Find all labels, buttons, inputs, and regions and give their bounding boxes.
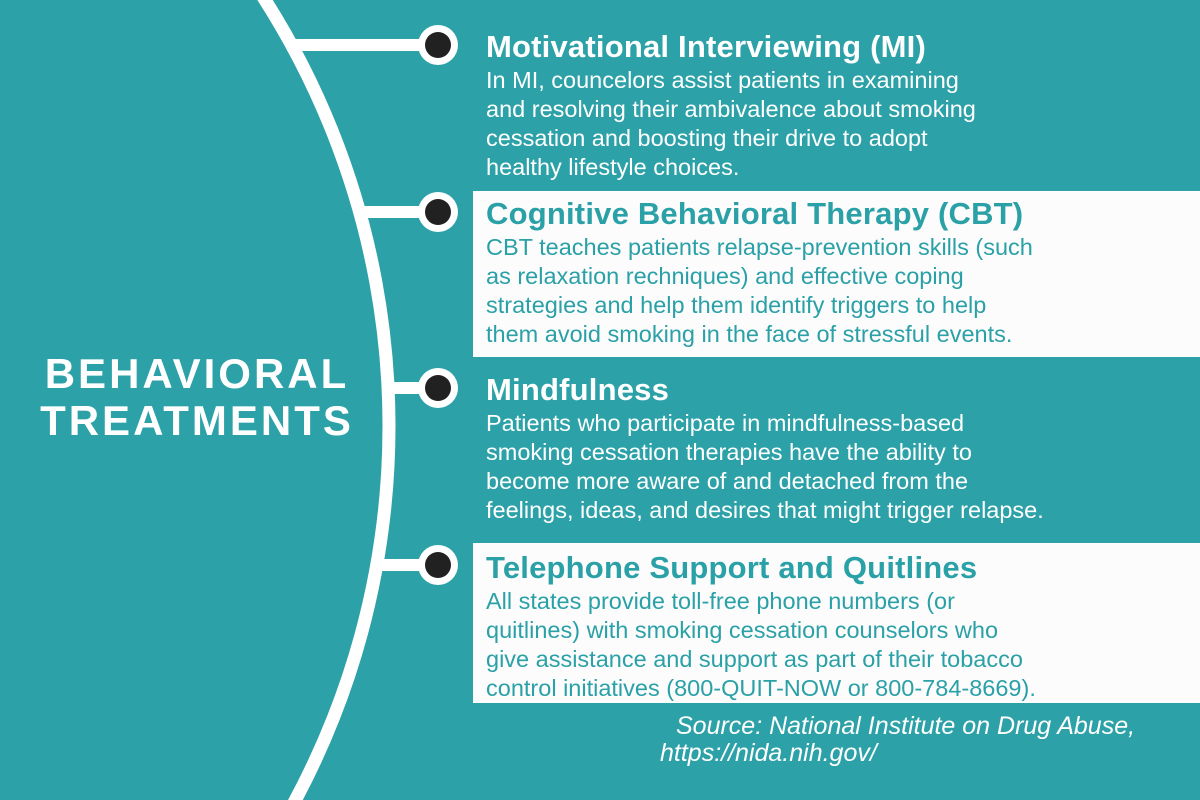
bullet-marker-icon-4 <box>418 545 458 585</box>
section-heading: Mindfulness <box>486 372 670 407</box>
section-body: Patients who participate in mindfulness-… <box>486 410 1044 523</box>
section-mindfulness: Mindfulness Patients who participate in … <box>486 373 1186 525</box>
section-heading: Cognitive Behavioral Therapy (CBT) <box>486 196 1024 231</box>
section-motivational-interviewing: Motivational Interviewing (MI) In MI, co… <box>486 30 1186 182</box>
section-heading: Motivational Interviewing (MI) <box>486 29 927 64</box>
panel-cbt <box>473 191 1200 357</box>
bullet-marker-icon-1 <box>418 25 458 65</box>
bullet-marker-icon-3 <box>418 368 458 408</box>
bullet-marker-icon-2 <box>418 192 458 232</box>
section-body: All states provide toll-free phone numbe… <box>486 588 1036 701</box>
page-title: BEHAVIORAL TREATMENTS <box>40 350 354 444</box>
section-body: CBT teaches patients relapse-prevention … <box>486 234 1033 347</box>
section-heading: Telephone Support and Quitlines <box>486 550 978 585</box>
source-citation: Source: National Institute on Drug Abuse… <box>660 712 1136 767</box>
section-cognitive-behavioral-therapy: Cognitive Behavioral Therapy (CBT) CBT t… <box>486 197 1186 349</box>
section-telephone-support: Telephone Support and Quitlines All stat… <box>486 551 1186 703</box>
section-body: In MI, councelors assist patients in exa… <box>486 67 976 180</box>
panel-telephone <box>473 543 1200 703</box>
